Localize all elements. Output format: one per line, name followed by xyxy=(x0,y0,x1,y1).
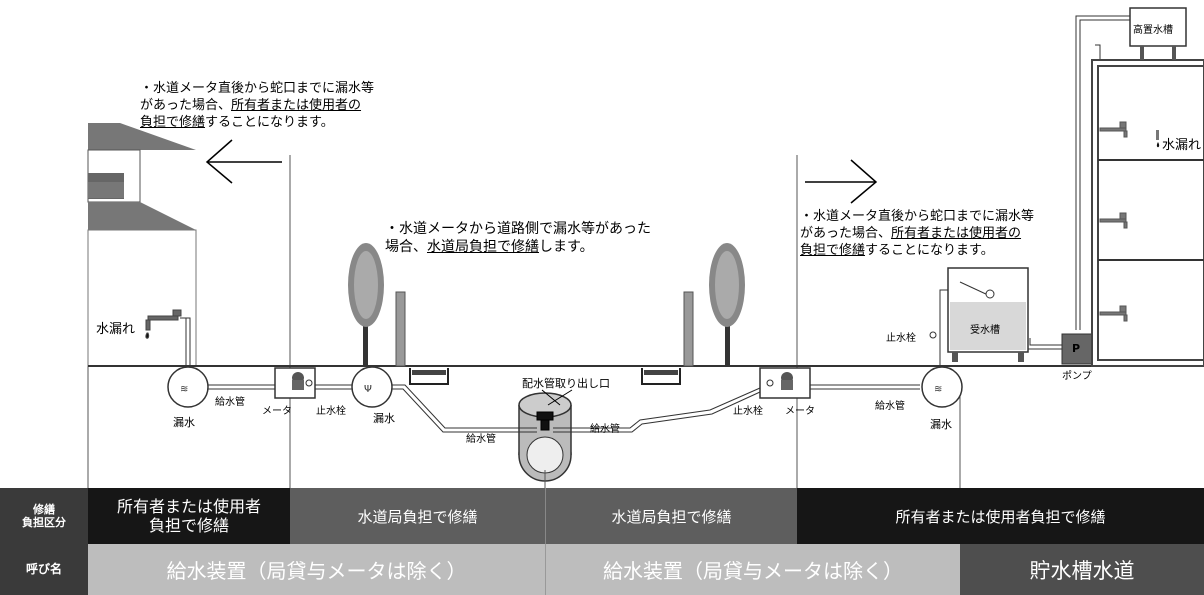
cell-owner-right: 所有者または使用者負担で修繕 xyxy=(797,488,1204,544)
main-takeoff-label: 配水管取り出し口 xyxy=(522,377,610,390)
leak-circle-mid xyxy=(351,366,393,408)
stop-valve-tank-icon xyxy=(929,331,937,339)
leak-left-circle-label: 漏水 xyxy=(173,416,195,429)
note-right: ・水道メータ直後から蛇口までに漏水等 があった場合、所有者または使用者の 負担で… xyxy=(800,209,1035,258)
note-center: ・水道メータから道路側で漏水等があった 場合、水道局負担で修繕します。 xyxy=(385,221,651,255)
water-main-pipe xyxy=(518,392,572,482)
svg-text:≋: ≋ xyxy=(934,384,942,395)
stop-valve-right-label: 止水栓 xyxy=(733,406,763,417)
arrow-right-icon xyxy=(805,159,878,204)
meter-right-label: メータ xyxy=(785,406,815,417)
leak-right-circle-label: 漏水 xyxy=(930,418,952,431)
receiving-tank xyxy=(947,267,1029,362)
supply-pipe-left-label: 給水管 xyxy=(215,397,245,408)
cell-city-right: 水道局負担で修繕 xyxy=(545,488,797,544)
receiving-tank-label: 受水槽 xyxy=(970,325,1000,336)
elevated-tank-icon xyxy=(1129,7,1187,60)
supply-pipe xyxy=(180,15,1130,433)
gutter-left xyxy=(409,368,449,385)
stop-valve-left-label: 止水栓 xyxy=(316,406,346,417)
tree-right-icon xyxy=(709,243,745,366)
post-left xyxy=(395,291,406,367)
faucet-building-icons xyxy=(1099,121,1128,322)
arrow-left-icon xyxy=(205,139,282,184)
cell-supply-left: 給水装置（局貸与メータは除く） xyxy=(88,544,545,595)
meter-box-right xyxy=(759,367,811,399)
faucet-house-icon xyxy=(145,309,182,339)
table-header-name: 呼び名 xyxy=(0,544,88,595)
meter-left-label: メータ xyxy=(262,406,292,417)
pump-letter: P xyxy=(1072,342,1081,355)
meter-box-left xyxy=(274,367,316,399)
supply-pipe-right-label: 給水管 xyxy=(875,401,905,412)
cell-supply-right: 給水装置（局貸与メータは除く） xyxy=(545,544,960,595)
svg-text:Ψ: Ψ xyxy=(364,384,372,395)
note-left: ・水道メータ直後から蛇口までに漏水等 があった場合、所有者または使用者の 負担で… xyxy=(140,81,375,130)
building-illustration xyxy=(1091,59,1204,367)
leak-circle-left xyxy=(167,366,209,408)
elevated-tank-label: 高置水槽 xyxy=(1133,25,1173,36)
supply-pipe-mid-right-label: 給水管 xyxy=(590,424,620,435)
leak-building-label: 水漏れ xyxy=(1162,138,1202,153)
supply-pipe-mid-left-label: 給水管 xyxy=(466,434,496,445)
stop-valve-tank-label: 止水栓 xyxy=(886,333,916,344)
table-header-burden: 修繕 負担区分 xyxy=(0,488,88,544)
takeoff-marker xyxy=(536,389,573,431)
pump-label: ポンプ xyxy=(1062,371,1092,382)
gutter-right xyxy=(641,368,681,385)
house-illustration xyxy=(87,123,197,367)
cell-city-left: 水道局負担で修繕 xyxy=(290,488,545,544)
leak-mid-circle-label: 漏水 xyxy=(373,412,395,425)
cell-tank-supply: 貯水槽水道 xyxy=(960,544,1204,595)
leak-circle-right xyxy=(921,366,963,408)
building-leak-drip-icon xyxy=(1156,130,1160,148)
svg-text:≋: ≋ xyxy=(180,384,188,395)
tree-left-icon xyxy=(348,243,384,366)
cell-owner-left: 所有者または使用者 負担で修繕 xyxy=(88,488,290,544)
post-right xyxy=(683,291,694,367)
leak-house-label: 水漏れ xyxy=(96,322,136,337)
